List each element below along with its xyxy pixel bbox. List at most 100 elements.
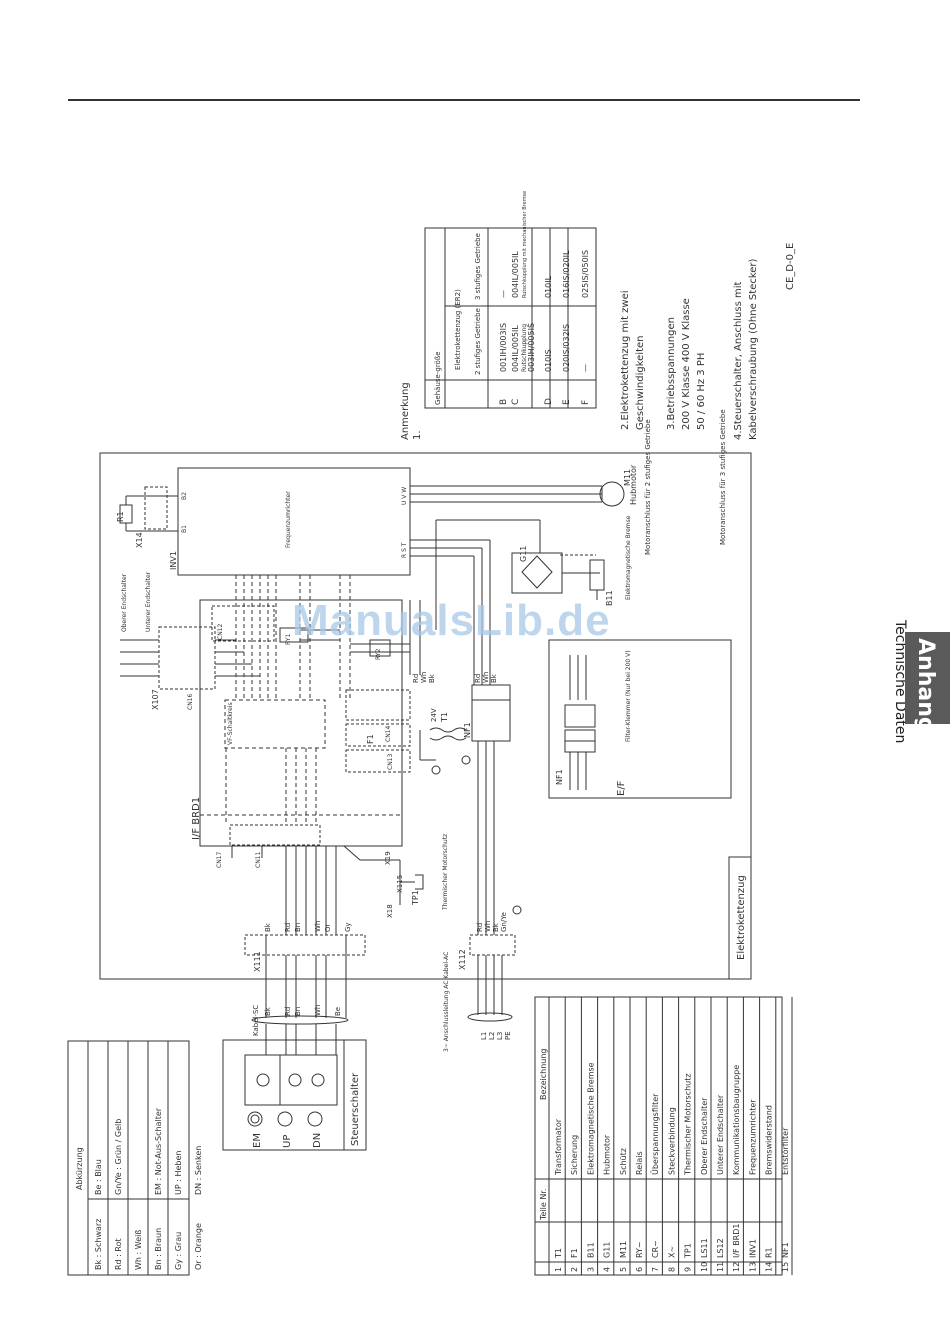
notes-2stage-cell: — xyxy=(581,364,590,372)
inv-label: INV1 xyxy=(169,551,178,570)
note-4b: Kabelverschraubung (Ohne Stecker) xyxy=(748,258,759,440)
parts-name: Unterer Endschalter xyxy=(716,1094,725,1175)
parts-code: NF1 xyxy=(781,1242,790,1258)
notes-rows: B001IH/003IS—C004IL/005IL004IL/005IL003I… xyxy=(499,191,591,405)
motor-2stage-label: Motoranschluss für 2 stufiges Getriebe xyxy=(644,419,652,555)
rst-label: R S T xyxy=(401,542,408,558)
notes-size-cell: D xyxy=(544,398,554,405)
parts-code: G11 xyxy=(603,1242,612,1258)
lower-limit-label: Unterer Endschalter xyxy=(145,571,152,632)
parts-header-no: Teile Nr. xyxy=(539,1189,548,1221)
supply-cable-label: 3~ Anschlussleitung AC Kabel-AC xyxy=(443,952,450,1052)
appendix-tab[interactable]: Anhang xyxy=(905,632,950,733)
notes-title: Anmerkung xyxy=(400,382,411,440)
b11-label: B11 xyxy=(605,590,614,606)
uvw-label: U V W xyxy=(401,487,408,505)
notes-3stage-header: 3 stufiges Getriebe xyxy=(474,233,482,300)
notes-3stage-cell: — xyxy=(527,290,536,298)
header-rule xyxy=(68,99,860,101)
notes-size-cell: F xyxy=(581,400,591,405)
nf1-label: NF1 xyxy=(463,722,472,738)
x115-label: X115 xyxy=(396,875,404,893)
wire-label: Bn xyxy=(294,923,302,932)
kabel-sc-label: Kabel-SC xyxy=(252,1005,260,1036)
abbr-left: Or : Orange xyxy=(194,1223,203,1270)
x112-label: X112 xyxy=(458,949,467,970)
nf1-filter-label: NF1 xyxy=(555,769,564,785)
notes-3stage-cell: 016IS/020IL xyxy=(562,250,571,298)
wire-label: Be xyxy=(334,1007,342,1016)
parts-code: RY~ xyxy=(635,1241,644,1258)
note-2a: 2.Elektrokettenzug mit zwei xyxy=(620,290,631,430)
terminal-label: L2 xyxy=(488,1032,496,1040)
terminal-label: PE xyxy=(504,1031,512,1040)
hoist-motor-label: Hubmotor xyxy=(629,464,638,505)
parts-no: 1 xyxy=(554,1267,563,1272)
cn14-label: CN14 xyxy=(385,726,392,742)
abbr-right: Be : Blau xyxy=(94,1159,103,1195)
parts-code: LS12 xyxy=(716,1238,725,1258)
abbr-right: Gn/Ye : Grün / Gelb xyxy=(114,1119,123,1195)
ry1-label: RY1 xyxy=(285,634,292,645)
cn11-label: CN11 xyxy=(255,852,262,868)
notes-size-header: Gehäuse-größe xyxy=(434,351,442,405)
parts-name: Entstörfilter xyxy=(781,1127,790,1175)
abbr-right: EM : Not-Aus-Schalter xyxy=(154,1107,163,1195)
parts-name: Schütz xyxy=(619,1148,628,1175)
notes-3stage-cell: 025IS/050IS xyxy=(581,250,590,298)
motor-m11-label: M11 xyxy=(623,469,632,486)
notes-3stage-cell: 010IL xyxy=(544,275,553,298)
x107-label: X107 xyxy=(151,689,160,710)
freq-label: Frequenzumrichter xyxy=(285,491,292,548)
r1-label: R1 xyxy=(116,511,125,522)
wire-label: Wh xyxy=(314,1005,322,1016)
x111-label: X111 xyxy=(253,951,262,972)
wire-label: Or xyxy=(324,923,332,932)
wire-label: Bk xyxy=(264,1006,272,1016)
wire-label: Bk xyxy=(264,922,272,932)
parts-no: 9 xyxy=(684,1267,693,1272)
cn16-label: CN16 xyxy=(187,694,194,710)
note-3a: 3.Betriebsspannungen xyxy=(666,317,677,430)
parts-code: M11 xyxy=(619,1241,628,1258)
vf-circuit xyxy=(224,699,326,749)
parts-code: R1 xyxy=(765,1247,774,1258)
b1-label: B1 xyxy=(181,525,188,533)
parts-code: X~ xyxy=(667,1246,676,1258)
wire-label: Rd xyxy=(284,923,292,932)
wire-label: Wh xyxy=(420,672,428,683)
parts-code: F1 xyxy=(570,1248,579,1258)
notes-size-cell: E xyxy=(562,399,572,405)
terminal-label: L1 xyxy=(480,1032,488,1040)
ef-label: E/F xyxy=(616,780,627,796)
abbr-left: Bn : Braun xyxy=(154,1228,163,1270)
wire-label: Gn/Ye xyxy=(500,912,508,932)
notes-group-header: Elektrokettenzug (ER2) xyxy=(454,289,462,370)
parts-no: 4 xyxy=(603,1267,612,1272)
interface-board xyxy=(199,599,403,847)
watermark: ManualsLib.de xyxy=(292,596,611,645)
parts-no: 12 xyxy=(732,1262,741,1272)
parts-code: TP1 xyxy=(684,1243,693,1259)
parts-name: Frequenzumrichter xyxy=(748,1099,757,1175)
terminal-label: L3 xyxy=(496,1032,504,1040)
parts-no: 15 xyxy=(781,1262,790,1272)
notes-2stage-cell: 010IS xyxy=(544,349,553,372)
frame-label: Elektrokettenzug xyxy=(736,875,747,960)
notes-2stage-header: 2 stufiges Getriebe xyxy=(474,308,482,375)
parts-header-name: Bezeichnung xyxy=(539,1048,548,1100)
f1-label: F1 xyxy=(366,734,375,744)
abbr-left: Rd : Rot xyxy=(114,1238,123,1270)
wire-label: Rd xyxy=(474,674,482,683)
wire-label: Wh xyxy=(314,921,322,932)
parts-code: B11 xyxy=(586,1242,595,1258)
brd-label: I/F BRD1 xyxy=(191,797,202,840)
parts-name: Transformator xyxy=(554,1118,563,1176)
note-3b: 200 V Klasse 400 V Klasse xyxy=(681,298,692,430)
cn12-label: CN12 xyxy=(217,624,224,640)
notes-3stage-cell: 004IL/005IL xyxy=(511,251,520,298)
note-4a: 4.Steuerschalter, Anschluss mit xyxy=(733,281,744,440)
parts-name: Thermischer Motorschutz xyxy=(684,1073,693,1176)
